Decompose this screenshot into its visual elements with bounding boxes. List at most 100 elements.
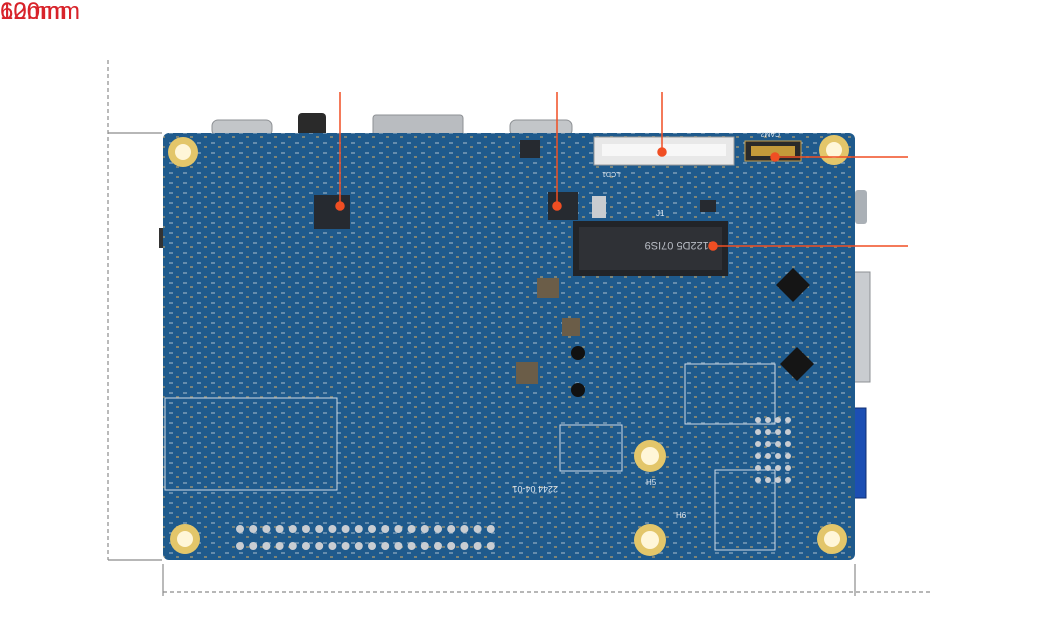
test-pad bbox=[775, 453, 781, 459]
gpio-pad bbox=[434, 525, 442, 533]
small-chip-1 bbox=[592, 196, 606, 218]
button-1 bbox=[776, 268, 810, 302]
lcd1-text: LCD1 bbox=[602, 170, 620, 177]
test-pad bbox=[785, 417, 791, 423]
h5-text: H5 bbox=[646, 478, 657, 487]
test-pad bbox=[765, 465, 771, 471]
callout-dot-m2 bbox=[708, 241, 718, 251]
small-chip-2 bbox=[700, 200, 716, 212]
gpio-pad bbox=[381, 542, 390, 550]
gpio-pad bbox=[302, 525, 310, 533]
gpio-pad bbox=[328, 525, 337, 533]
gpio-pad bbox=[262, 525, 271, 533]
inductor-1 bbox=[537, 278, 559, 298]
height-dimension-label: 62mm bbox=[0, 0, 67, 25]
side-button bbox=[855, 190, 867, 224]
gpio-pad bbox=[394, 542, 403, 550]
gpio-pad bbox=[407, 525, 416, 533]
silkscreen-text: 2122D5 07IS9 2244 04-01 H5 H6 J1 CAM2 LC… bbox=[512, 130, 780, 520]
gpio-pad bbox=[460, 525, 469, 533]
test-pad bbox=[765, 477, 771, 483]
test-pad bbox=[775, 417, 781, 423]
test-pad bbox=[785, 441, 791, 447]
components bbox=[314, 136, 814, 397]
gpio-pad bbox=[486, 525, 495, 533]
j1-text: J1 bbox=[656, 209, 665, 218]
gpio-pad bbox=[315, 525, 324, 533]
test-pad bbox=[755, 477, 761, 483]
cam2-text: CAM2 bbox=[760, 130, 780, 137]
inductor-3 bbox=[562, 318, 580, 336]
gpio-pad bbox=[460, 542, 469, 550]
pcb-texture bbox=[163, 133, 855, 560]
test-pad bbox=[765, 429, 771, 435]
gpio-pad bbox=[288, 542, 297, 550]
test-pad bbox=[785, 429, 791, 435]
gpio-pad bbox=[407, 542, 416, 550]
test-pad bbox=[755, 429, 761, 435]
test-pad bbox=[755, 417, 761, 423]
test-pad bbox=[785, 465, 791, 471]
gpio-pad bbox=[275, 542, 284, 550]
gpio-pad bbox=[315, 542, 324, 550]
test-pad bbox=[755, 441, 761, 447]
gpio-pad bbox=[434, 542, 442, 550]
via-dark-2 bbox=[571, 383, 585, 397]
gpio-pad bbox=[288, 525, 297, 533]
gpio-pad bbox=[354, 542, 363, 550]
test-pad bbox=[785, 453, 791, 459]
silk-box-lower-left bbox=[164, 397, 338, 491]
gpio-pad bbox=[473, 525, 482, 533]
gpio-pad bbox=[420, 525, 429, 533]
gpio-header-pads bbox=[236, 417, 791, 550]
audio-jack bbox=[298, 113, 326, 137]
gpio-pad bbox=[302, 542, 310, 550]
left-edge-button bbox=[159, 228, 165, 248]
small-chip-3 bbox=[520, 140, 540, 158]
gpio-pad bbox=[354, 525, 363, 533]
width-dimension-label: 100mm bbox=[0, 0, 81, 25]
gpio-pad bbox=[236, 542, 244, 550]
silk-box-center bbox=[559, 424, 623, 472]
h6-text: H6 bbox=[676, 511, 687, 520]
gpio-pad bbox=[249, 525, 258, 533]
silk-box-lower-right bbox=[684, 363, 776, 425]
test-pad bbox=[755, 465, 761, 471]
button-2 bbox=[780, 347, 814, 381]
gpio-pad bbox=[236, 525, 244, 533]
gpio-pad bbox=[341, 525, 350, 533]
via-dark-1 bbox=[571, 346, 585, 360]
gpio-pad bbox=[341, 542, 350, 550]
inductor-2 bbox=[516, 362, 538, 384]
gpio-pad bbox=[368, 525, 376, 533]
test-pad bbox=[775, 429, 781, 435]
test-pad bbox=[765, 441, 771, 447]
callout-dot-fpc-lcd bbox=[657, 147, 667, 157]
gpio-pad bbox=[381, 525, 390, 533]
gpio-pad bbox=[447, 525, 456, 533]
gpio-pad bbox=[486, 542, 495, 550]
test-pad bbox=[765, 417, 771, 423]
date-code-text: 2244 04-01 bbox=[512, 484, 558, 494]
test-pad bbox=[785, 477, 791, 483]
gpio-pad bbox=[262, 542, 271, 550]
gpio-pad bbox=[420, 542, 429, 550]
gpio-pad bbox=[447, 542, 456, 550]
test-pad bbox=[775, 465, 781, 471]
gpio-pad bbox=[275, 525, 284, 533]
m2-slot-text: 2122D5 07IS9 bbox=[645, 239, 715, 251]
test-pad bbox=[755, 453, 761, 459]
callout-lines bbox=[335, 92, 908, 251]
gpio-pad bbox=[368, 542, 376, 550]
test-pad bbox=[775, 477, 781, 483]
test-pad bbox=[775, 441, 781, 447]
gpio-pad bbox=[394, 525, 403, 533]
callout-dot-camera bbox=[770, 152, 780, 162]
callout-dot-power-ic bbox=[335, 201, 345, 211]
power-ic bbox=[314, 195, 350, 229]
silkscreen-outlines bbox=[164, 363, 776, 551]
gpio-pad bbox=[473, 542, 482, 550]
callout-dot-pmic bbox=[552, 201, 562, 211]
gpio-pad bbox=[328, 542, 337, 550]
